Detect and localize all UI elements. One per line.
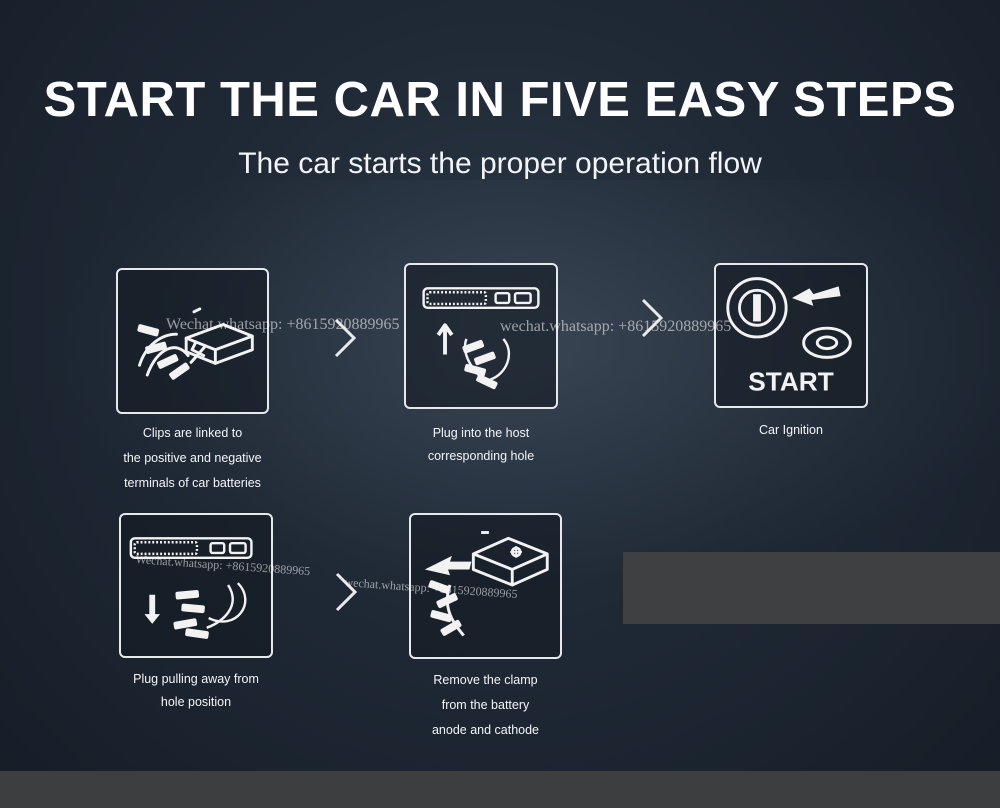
step-2-caption: Plug into the host corresponding hole: [427, 426, 535, 463]
step-5-card: [409, 513, 562, 659]
bottom-strip: [0, 771, 1000, 808]
remove-clamp-icon: [424, 531, 549, 637]
ignition-icon: START: [726, 277, 852, 396]
step-1-card: [116, 268, 269, 414]
next-arrow-1: [332, 316, 358, 360]
step-3-card: START: [714, 263, 868, 408]
watermark-top-right: wechat.whatsapp: +8615920889965: [500, 318, 732, 335]
watermark-top-left: Wechat.whatsapp: +8615920889965: [166, 316, 400, 333]
next-arrow-2: [639, 296, 665, 340]
page-title: START THE CAR IN FIVE EASY STEPS: [43, 73, 957, 127]
unplug-icon: [129, 537, 253, 639]
next-arrow-3: [333, 570, 359, 614]
gray-panel: [623, 552, 1000, 624]
step-2-card: [404, 263, 558, 409]
step-3-caption: Car Ignition: [759, 423, 823, 437]
step-1-caption: Clips are linked to the positive and neg…: [123, 426, 262, 490]
start-label: START: [748, 366, 834, 396]
step-5-caption: Remove the clamp from the battery anode …: [431, 673, 540, 737]
plug-into-host-icon: [422, 287, 540, 390]
page-subtitle: The car starts the proper operation flow: [238, 147, 762, 180]
battery-clips-icon: [137, 307, 254, 380]
step-4-caption: Plug pulling away from hole position: [133, 672, 259, 709]
step-4-card: [119, 513, 273, 658]
